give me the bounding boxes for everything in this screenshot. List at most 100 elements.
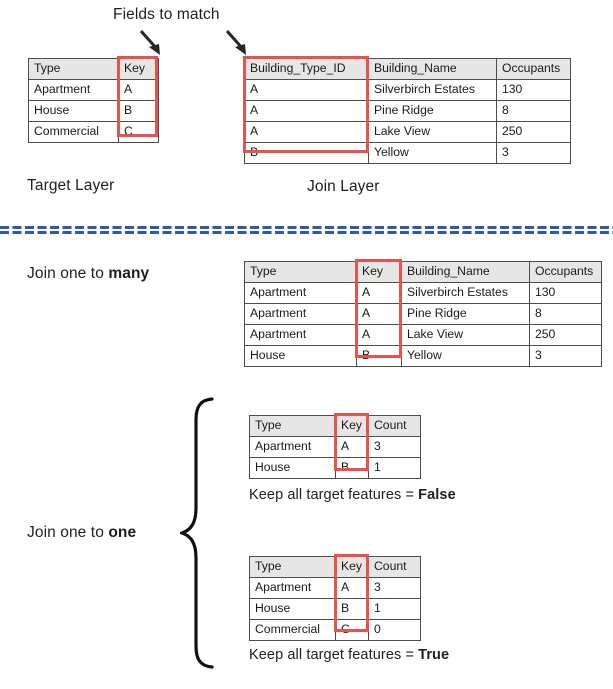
join-one-to-one-true-table: Type Key Count Apartment A 3 House B 1 C… (249, 556, 421, 641)
cell-key: A (335, 436, 369, 458)
cell-type: House (249, 457, 336, 479)
cell-building-name: Silverbirch Estates (401, 282, 530, 304)
cell-type: Apartment (28, 79, 119, 101)
cell-building-type-id: A (244, 79, 369, 101)
join-one-to-many-caption: Join one to many (27, 265, 149, 283)
column-header-building-name: Building_Name (401, 261, 530, 283)
cell-building-name: Lake View (401, 324, 530, 346)
join-layer-table: Building_Type_ID Building_Name Occupants… (244, 58, 571, 164)
cell-count: 3 (368, 436, 421, 458)
cell-building-name: Silverbirch Estates (368, 79, 497, 101)
cell-key: C (118, 121, 159, 143)
cell-building-name: Yellow (401, 345, 530, 367)
cell-occupants: 8 (529, 303, 602, 325)
join-one-to-many-table-wrap: Type Key Building_Name Occupants Apartme… (244, 261, 602, 367)
table-row: B Yellow 3 (244, 142, 571, 164)
join-one-to-one-brace (180, 396, 216, 670)
table-row: House B Yellow 3 (244, 345, 602, 367)
cell-type: Apartment (244, 282, 357, 304)
cell-occupants: 130 (496, 79, 571, 101)
cell-occupants: 130 (529, 282, 602, 304)
cell-occupants: 250 (496, 121, 571, 143)
join-one-to-many-result-table: Type Key Building_Name Occupants Apartme… (244, 261, 602, 367)
table-header-row: Type Key (28, 58, 159, 80)
cell-type: Apartment (249, 436, 336, 458)
curly-brace-icon (180, 397, 214, 669)
cell-building-name: Pine Ridge (368, 100, 497, 122)
cell-key: B (335, 598, 369, 620)
keep-all-target-features-true-caption: Keep all target features = True (249, 647, 449, 664)
table-row: Commercial C 0 (249, 619, 421, 641)
cell-count: 3 (368, 577, 421, 599)
join-layer-caption: Join Layer (307, 178, 380, 195)
table-row: House B 1 (249, 457, 421, 479)
keep-true-prefix: Keep all target features = (249, 647, 419, 663)
cell-type: House (244, 345, 357, 367)
dashed-double-line-icon (0, 226, 613, 234)
target-layer-caption: Target Layer (27, 177, 115, 194)
cell-building-type-id: A (244, 100, 369, 122)
join-layer-table-wrap: Building_Type_ID Building_Name Occupants… (244, 58, 571, 164)
table-row: A Pine Ridge 8 (244, 100, 571, 122)
table-row: House B (28, 100, 159, 122)
cell-occupants: 3 (529, 345, 602, 367)
arrow-to-target-key (138, 29, 168, 59)
table-header-row: Type Key Count (249, 415, 421, 437)
cell-key: A (356, 303, 402, 325)
table-row: Apartment A Pine Ridge 8 (244, 303, 602, 325)
cell-key: B (335, 457, 369, 479)
table-row: Apartment A Lake View 250 (244, 324, 602, 346)
column-header-type: Type (244, 261, 357, 283)
target-layer-table: Type Key Apartment A House B Commercial … (28, 58, 159, 143)
keep-false-prefix: Keep all target features = (249, 487, 419, 503)
join-one-to-one-caption: Join one to one (27, 524, 136, 542)
one-to-one-false-table-wrap: Type Key Count Apartment A 3 House B 1 (249, 415, 421, 479)
cell-occupants: 3 (496, 142, 571, 164)
join-one-to-one-false-table: Type Key Count Apartment A 3 House B 1 (249, 415, 421, 479)
cell-type: Apartment (244, 303, 357, 325)
down-right-arrow-icon (139, 30, 160, 55)
column-header-type: Type (28, 58, 119, 80)
cell-type: Apartment (249, 577, 336, 599)
column-header-building-name: Building_Name (368, 58, 497, 80)
table-row: Apartment A (28, 79, 159, 101)
table-row: Apartment A 3 (249, 436, 421, 458)
column-header-type: Type (249, 415, 336, 437)
cell-count: 1 (368, 598, 421, 620)
down-right-arrow-icon (225, 30, 246, 55)
column-header-count: Count (368, 556, 421, 578)
cell-building-type-id: B (244, 142, 369, 164)
cell-type: Apartment (244, 324, 357, 346)
keep-all-target-features-false-caption: Keep all target features = False (249, 487, 456, 504)
target-layer-table-wrap: Type Key Apartment A House B Commercial … (28, 58, 159, 143)
cell-building-name: Pine Ridge (401, 303, 530, 325)
keep-true-emphasis: True (418, 647, 450, 663)
cell-count: 1 (368, 457, 421, 479)
table-row: Commercial C (28, 121, 159, 143)
cell-count: 0 (368, 619, 421, 641)
column-header-count: Count (368, 415, 421, 437)
table-header-row: Building_Type_ID Building_Name Occupants (244, 58, 571, 80)
column-header-occupants: Occupants (496, 58, 571, 80)
join-one-to-many-emphasis: many (108, 265, 150, 282)
cell-building-name: Lake View (368, 121, 497, 143)
cell-type: Commercial (28, 121, 119, 143)
cell-key: A (356, 282, 402, 304)
cell-key: B (118, 100, 159, 122)
column-header-key: Key (335, 415, 369, 437)
cell-key: A (335, 577, 369, 599)
cell-key: A (356, 324, 402, 346)
cell-occupants: 250 (529, 324, 602, 346)
cell-key: A (118, 79, 159, 101)
cell-building-name: Yellow (368, 142, 497, 164)
column-header-key: Key (118, 58, 159, 80)
table-row: House B 1 (249, 598, 421, 620)
cell-building-type-id: A (244, 121, 369, 143)
table-header-row: Type Key Building_Name Occupants (244, 261, 602, 283)
column-header-building-type-id: Building_Type_ID (244, 58, 369, 80)
column-header-occupants: Occupants (529, 261, 602, 283)
arrow-to-join-key (224, 29, 254, 59)
join-one-to-one-emphasis: one (108, 524, 137, 541)
table-row: Apartment A 3 (249, 577, 421, 599)
column-header-key: Key (356, 261, 402, 283)
